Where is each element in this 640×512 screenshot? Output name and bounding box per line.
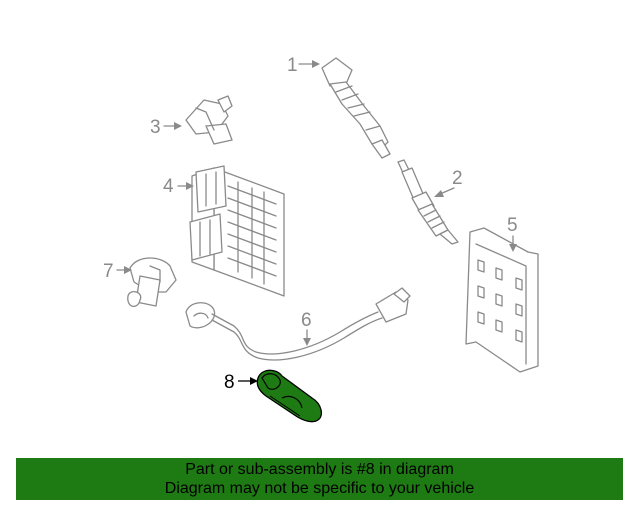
banner-line-1: Part or sub-assembly is #8 in diagram [185,461,454,478]
callout-4: 4 [163,176,174,197]
highlighted-sensor-part-8[interactable] [256,369,323,423]
banner-line-2: Diagram may not be specific to your vehi… [164,480,475,497]
camshaft-sensor-part[interactable] [127,257,177,307]
callout-8: 8 [224,372,235,393]
mounting-bracket-part[interactable] [465,227,539,373]
callout-3: 3 [150,117,161,138]
callout-5: 5 [507,215,518,236]
callout-2: 2 [452,168,463,189]
callout-7: 7 [103,261,114,282]
ignition-coil-part[interactable] [321,57,391,159]
parts-diagram: 1 2 3 4 5 [103,55,539,423]
knock-sensor-part[interactable] [185,287,411,361]
callout-6: 6 [301,310,312,331]
spark-plug-part[interactable] [397,159,459,245]
map-sensor-part[interactable] [185,95,233,145]
info-banner: Part or sub-assembly is #8 in diagram Di… [16,458,623,500]
callout-1: 1 [287,55,298,76]
engine-control-module-part[interactable] [189,165,285,297]
